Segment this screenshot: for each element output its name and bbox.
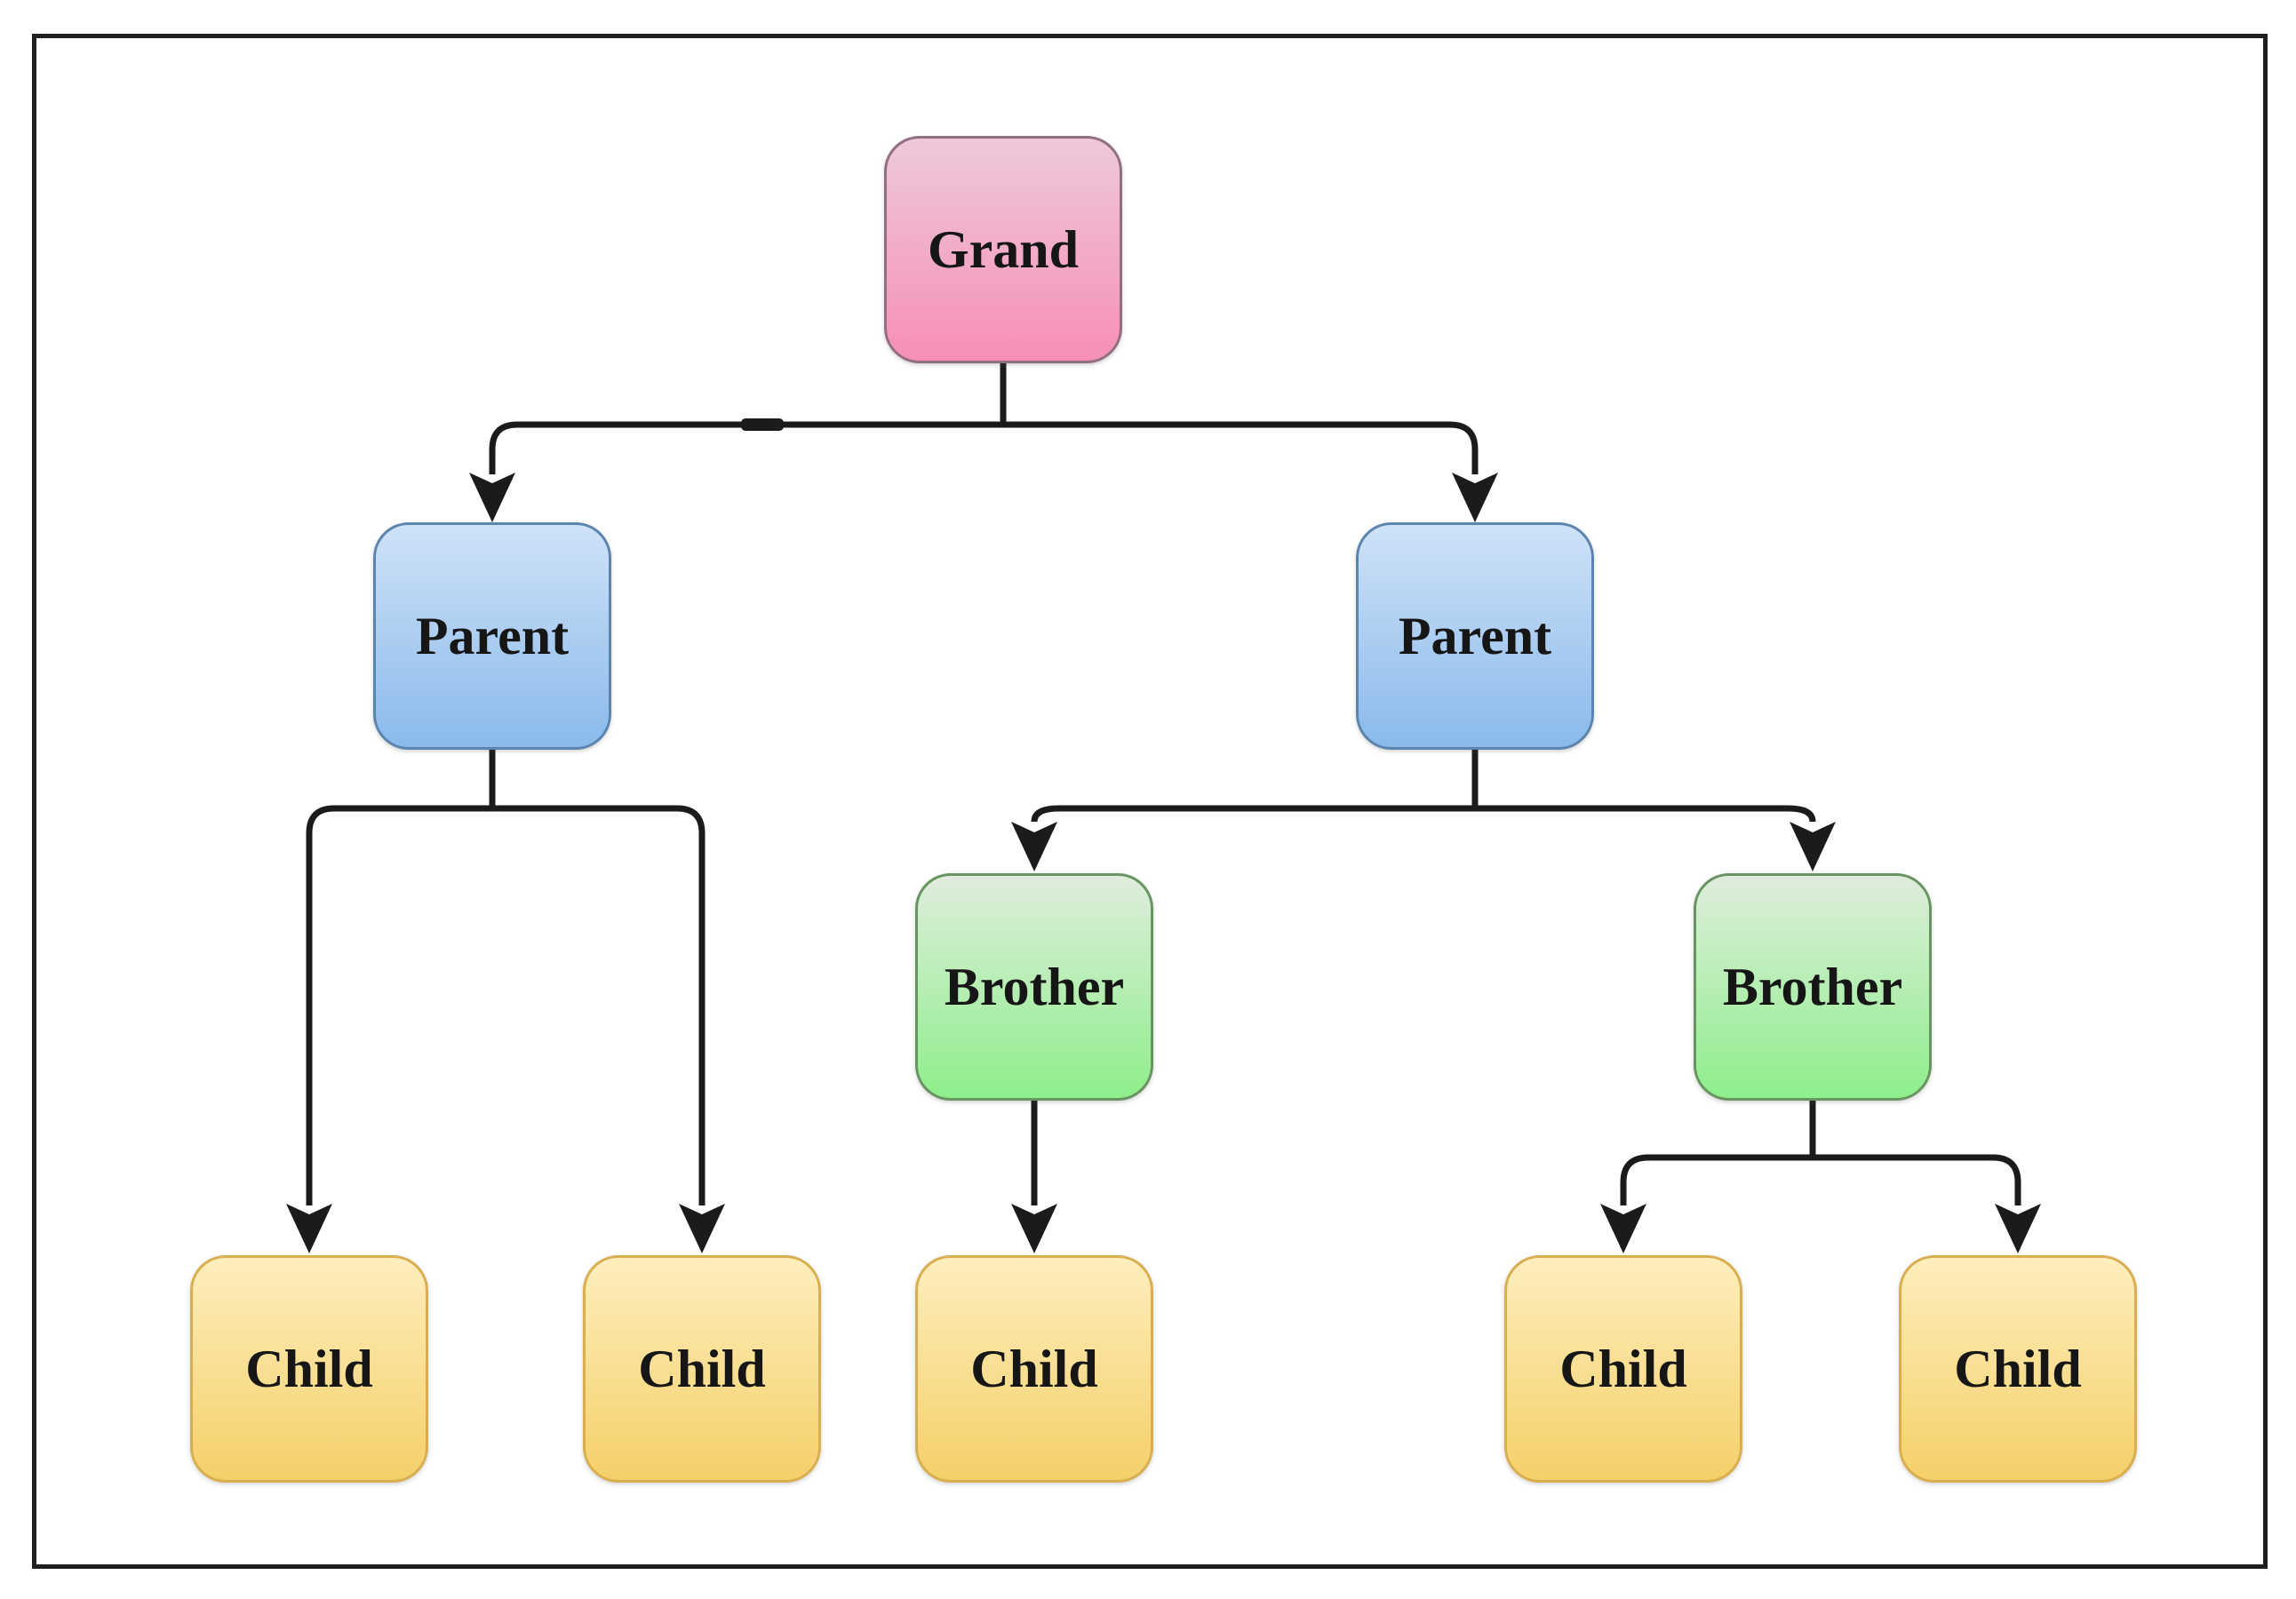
node-child-3-label: Child [970, 1340, 1098, 1398]
node-child-2-label: Child [638, 1340, 766, 1398]
node-parent-left-label: Parent [415, 607, 570, 665]
diagram-border [32, 34, 2268, 1569]
node-child-1: Child [190, 1255, 428, 1483]
node-brother-left: Brother [915, 873, 1153, 1101]
node-child-1-label: Child [245, 1340, 373, 1398]
node-brother-right: Brother [1694, 873, 1932, 1101]
node-child-4-label: Child [1559, 1340, 1687, 1398]
node-child-3: Child [915, 1255, 1153, 1483]
node-child-5-label: Child [1954, 1340, 2082, 1398]
node-brother-left-label: Brother [944, 958, 1125, 1016]
node-child-4: Child [1504, 1255, 1742, 1483]
node-parent-right-label: Parent [1398, 607, 1552, 665]
node-child-2: Child [583, 1255, 821, 1483]
node-grand-label: Grand [927, 220, 1080, 279]
node-parent-left: Parent [373, 522, 611, 750]
node-grand: Grand [884, 136, 1122, 363]
node-child-5: Child [1899, 1255, 2137, 1483]
node-brother-right-label: Brother [1722, 958, 1903, 1016]
node-parent-right: Parent [1356, 522, 1594, 750]
